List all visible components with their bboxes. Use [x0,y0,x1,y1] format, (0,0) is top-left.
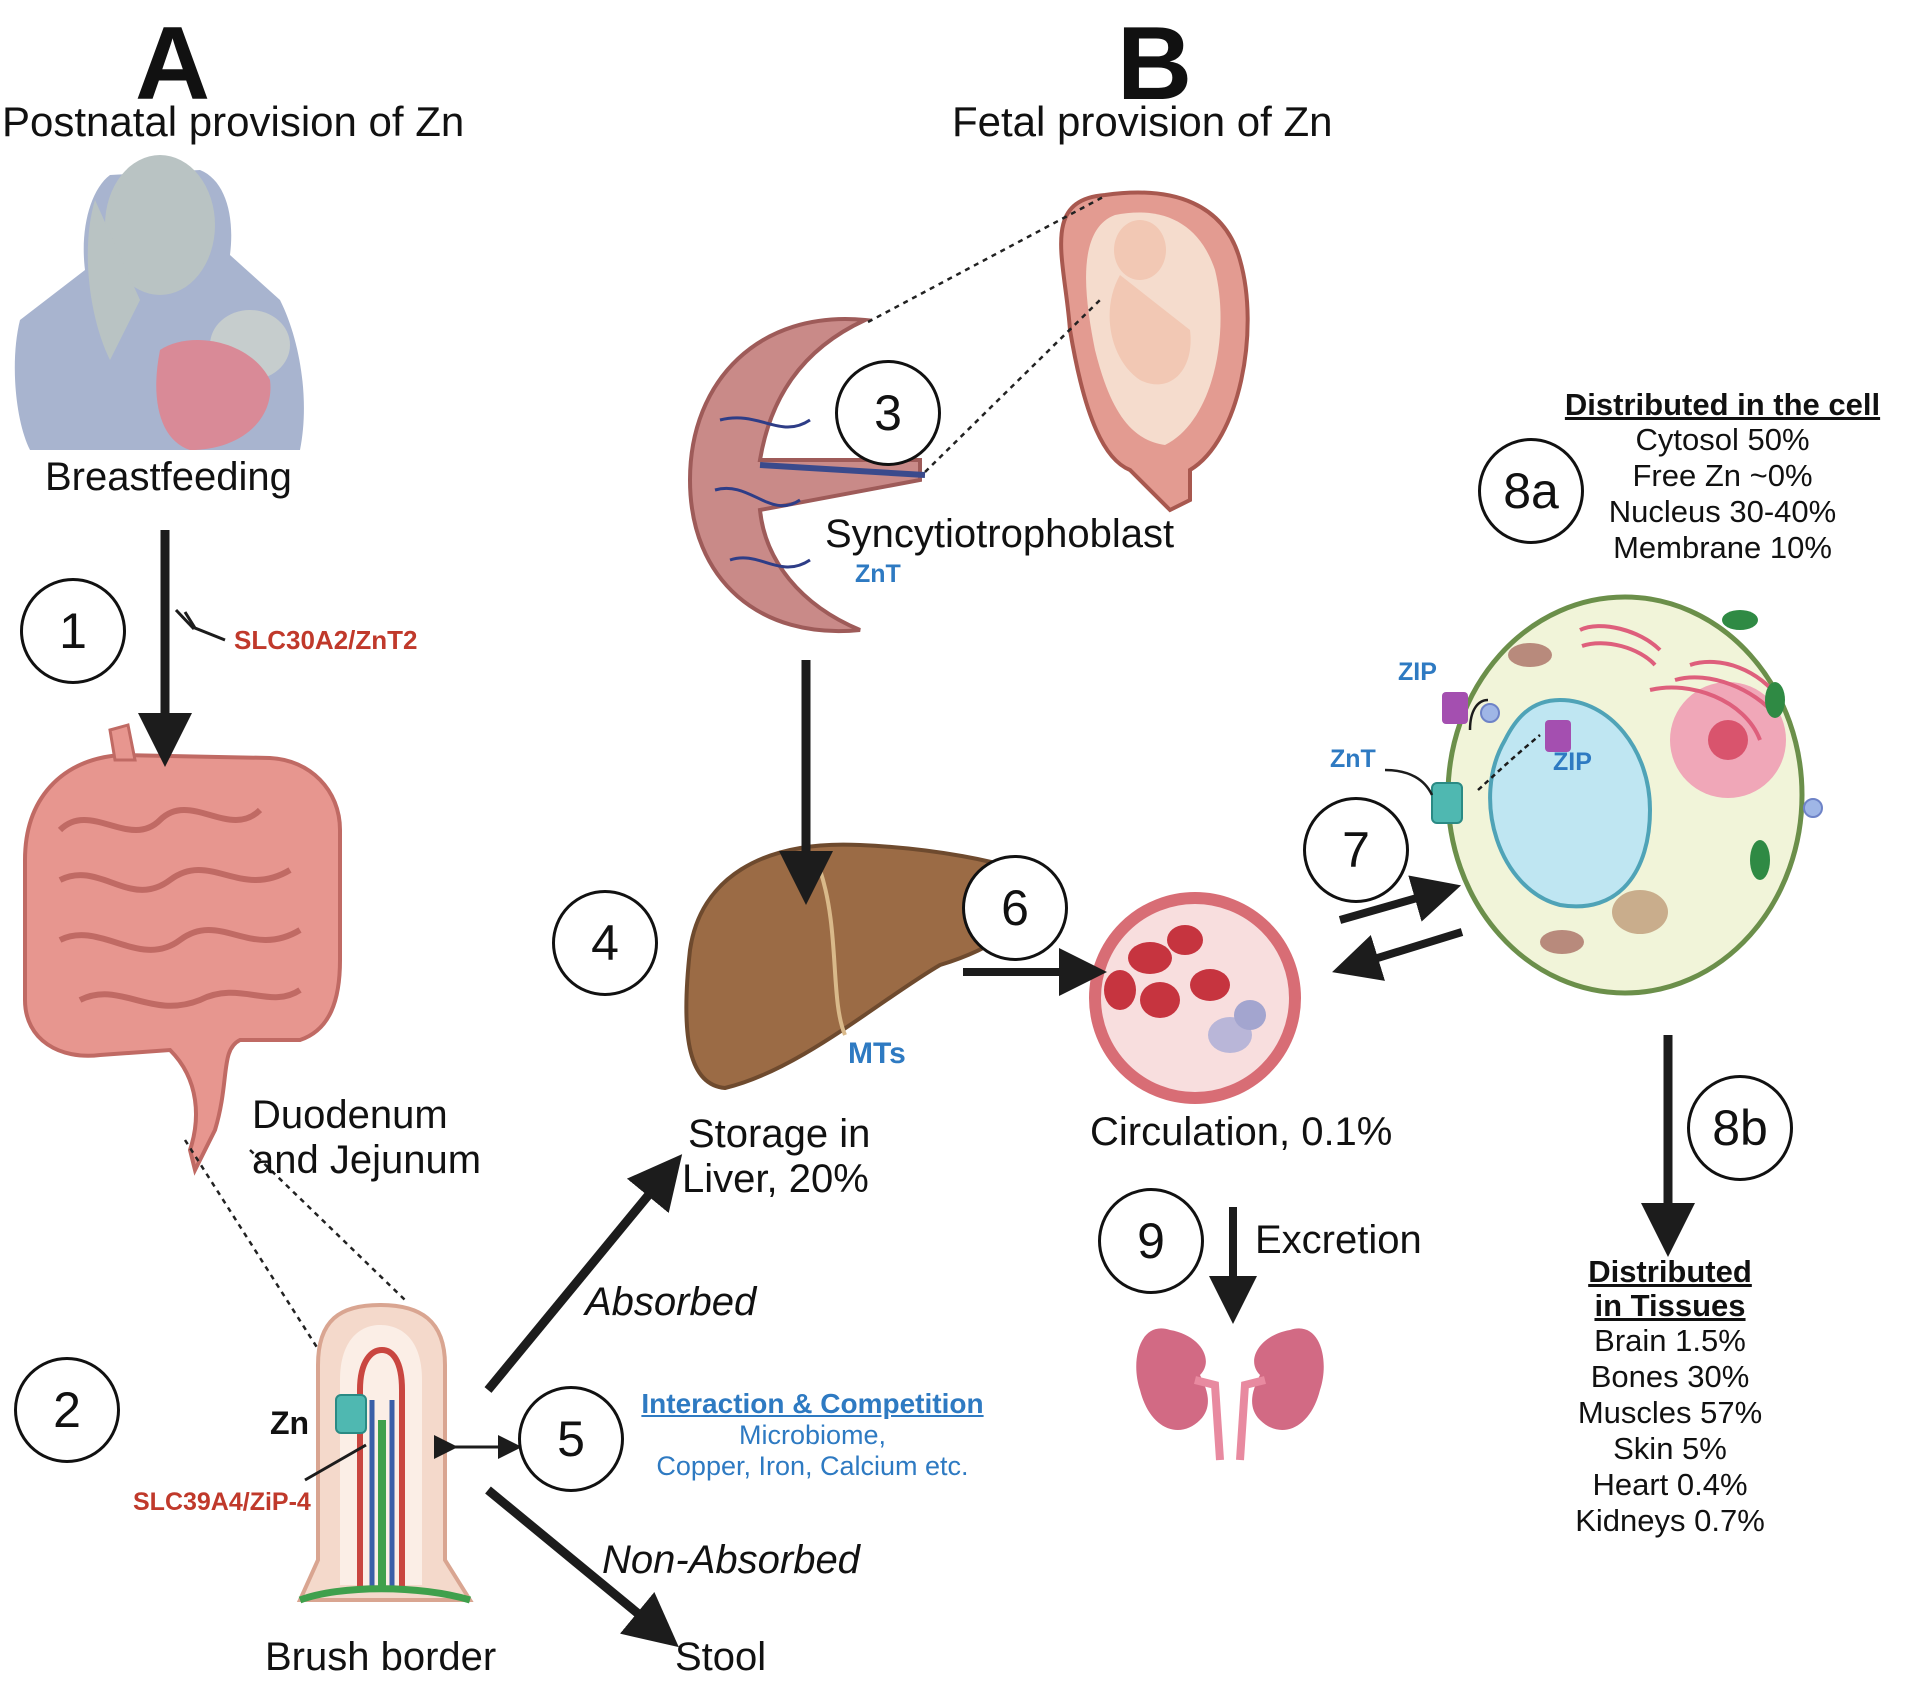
tissue-distribution-title-line2: in Tissues [1594,1288,1746,1323]
panel-b-letter: B [1117,6,1193,122]
tissue-distribution-item: Skin 5% [1613,1431,1727,1466]
interaction-block: Interaction & Competition Microbiome, Co… [610,1388,1015,1482]
tissue-distribution-block: Distributed in Tissues Brain 1.5% Bones … [1530,1255,1810,1539]
step-8b-badge: 8b [1687,1075,1793,1181]
znt-cell-label: ZnT [1330,745,1376,773]
cell-distribution-item: Cytosol 50% [1635,422,1810,457]
arrow-non-absorbed [485,1486,679,1648]
non-absorbed-label: Non-Absorbed [602,1538,860,1582]
panel-a-title: Postnatal provision of Zn [2,98,465,145]
placenta-illustration [687,317,926,634]
brush-border-label: Brush border [265,1635,497,1679]
uterus-illustration [1059,190,1250,513]
slc39a4-label: SLC39A4/ZiP-4 [133,1488,311,1516]
cell-distribution-item: Free Zn ~0% [1632,458,1813,493]
breastfeeding-illustration [14,155,304,450]
cell-illustration [1431,594,1823,996]
panel-b-title: Fetal provision of Zn [952,98,1333,145]
step-2-badge: 2 [14,1357,120,1463]
stool-label: Stool [675,1635,767,1679]
slc30a2-label: SLC30A2/ZnT2 [234,625,418,655]
breastfeeding-label: Breastfeeding [45,455,292,499]
syncytiotrophoblast-label: Syncytiotrophoblast [825,512,1175,556]
step-6-badge: 6 [962,855,1068,961]
step-3-badge: 3 [835,360,941,466]
brush-border-illustration [296,1302,474,1604]
cell-distribution-item: Membrane 10% [1613,530,1832,565]
arrow-circulation-to-cell [1338,875,1462,924]
step-8a-badge: 8a [1478,438,1584,544]
zip-inner-label: ZIP [1553,748,1592,776]
zip-top-label: ZIP [1398,658,1437,686]
duodenum-label-line2: and Jejunum [252,1138,482,1182]
panel-a-letter: A [135,6,211,122]
absorbed-label: Absorbed [585,1280,757,1324]
storage-label-line1: Storage in [688,1112,871,1156]
circulation-label: Circulation, 0.1% [1090,1110,1393,1154]
tissue-distribution-item: Muscles 57% [1577,1395,1763,1430]
cell-distribution-title: Distributed in the cell [1564,387,1881,422]
storage-label-line2: Liver, 20% [682,1157,869,1201]
step-5-badge: 5 [518,1386,624,1492]
znt-placenta-label: ZnT [855,560,901,588]
excretion-label: Excretion [1255,1218,1422,1262]
cell-distribution-block: Distributed in the cell Cytosol 50% Free… [1520,388,1925,566]
interaction-line1: Microbiome, [738,1420,887,1450]
zn-label: Zn [270,1405,310,1441]
duodenum-label-line1: Duodenum [252,1093,448,1137]
tissue-distribution-item: Kidneys 0.7% [1575,1503,1765,1538]
interaction-line2: Copper, Iron, Calcium etc. [656,1451,969,1481]
tissue-distribution-title-line1: Distributed [1588,1254,1752,1289]
step-4-badge: 4 [552,890,658,996]
tissue-distribution-item: Heart 0.4% [1592,1467,1748,1502]
tissue-distribution-item: Bones 30% [1590,1359,1750,1394]
intestine-illustration [23,723,342,1176]
step-7-badge: 7 [1303,797,1409,903]
cell-distribution-item: Nucleus 30-40% [1608,494,1837,529]
arrow-cell-to-circulation [1332,928,1464,981]
step-1-badge: 1 [20,578,126,684]
arrow-absorbed [484,1154,683,1393]
kidneys-illustration [1136,1328,1324,1461]
mts-label: MTs [848,1037,906,1070]
step-9-badge: 9 [1098,1188,1204,1294]
circulation-illustration [1089,892,1301,1104]
tissue-distribution-item: Brain 1.5% [1594,1323,1746,1358]
interaction-title: Interaction & Competition [641,1388,984,1419]
